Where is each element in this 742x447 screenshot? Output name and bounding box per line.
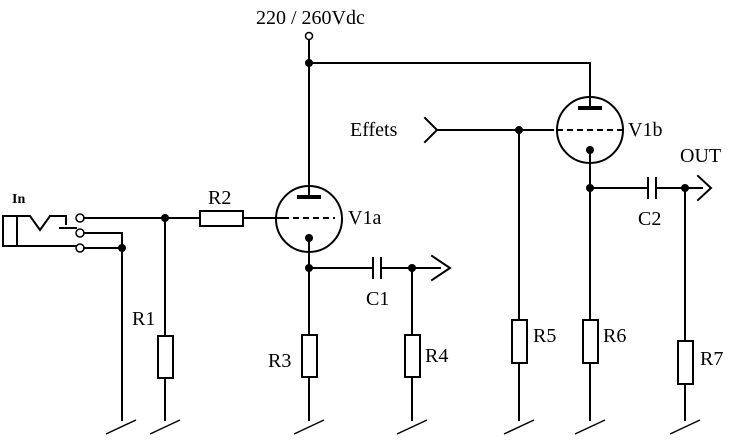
r1-label: R1: [132, 308, 155, 330]
v1b-label: V1b: [628, 119, 662, 141]
ground-symbols: [105, 419, 701, 435]
c1-label: C1: [366, 288, 389, 310]
ground-icon: [105, 419, 137, 435]
ground-icon: [669, 419, 701, 435]
v1a-label: V1a: [348, 207, 381, 229]
tube-v1a: [274, 185, 343, 336]
ground-icon: [396, 419, 428, 435]
input-label: In: [12, 192, 25, 207]
c1-capacitor: [305, 254, 452, 282]
r4-label: R4: [425, 345, 448, 367]
r7-label: R7: [700, 348, 723, 370]
c2-capacitor: [586, 174, 713, 202]
resistor-r6: [582, 319, 599, 421]
resistor-r1: [157, 214, 174, 421]
ground-icon: [149, 419, 181, 435]
resistor-r5: [511, 319, 528, 421]
ground-icon: [574, 419, 606, 435]
resistor-r2: [199, 210, 276, 227]
resistor-r4: [404, 267, 421, 421]
r6-label: R6: [603, 325, 626, 347]
resistor-r3: [301, 334, 318, 421]
supply-label: 220 / 260Vdc: [256, 7, 365, 29]
ground-icon: [293, 419, 325, 435]
input-jack: [2, 213, 201, 421]
effects-input: [423, 116, 554, 321]
supply-terminal: [304, 31, 314, 41]
tube-v1b: [556, 96, 624, 321]
r5-label: R5: [533, 325, 556, 347]
output-label: OUT: [680, 145, 721, 167]
resistor-r7: [677, 187, 694, 421]
r2-label: R2: [208, 187, 231, 209]
effects-label: Effets: [350, 119, 398, 141]
ground-icon: [503, 419, 535, 435]
supply-rail: [304, 31, 591, 196]
r3-label: R3: [268, 350, 291, 372]
c2-label: C2: [638, 208, 661, 230]
